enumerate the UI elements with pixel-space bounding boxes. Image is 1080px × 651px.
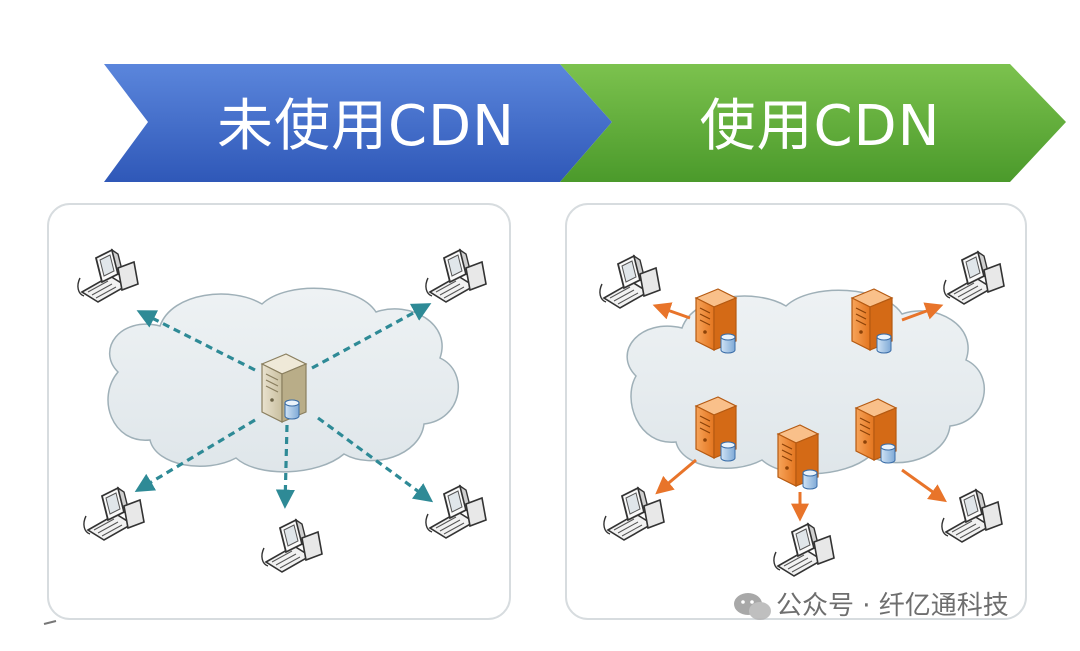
banner-arrow-without-cdn: 未使用CDN: [104, 64, 612, 182]
arrow-to-client-top-left: [136, 310, 256, 372]
edge-server-icon: [855, 398, 897, 464]
edge-server-icon: [777, 424, 819, 490]
watermark-text: 公众号 · 纤亿通科技: [776, 591, 1009, 621]
panel-with-cdn: [565, 203, 1027, 620]
arrow-edge-to-client: [901, 302, 944, 322]
arrow-edge-to-client: [901, 468, 947, 503]
teal-arrows: [134, 303, 434, 509]
corner-mark: [43, 620, 57, 625]
wechat-icon: [734, 593, 771, 620]
arrow-to-client-bottom-left: [134, 418, 256, 492]
banner-label-without-cdn: 未使用CDN: [217, 94, 515, 159]
panel-without-cdn: [47, 203, 511, 620]
edge-server-icon: [695, 288, 737, 354]
origin-server-icon: [261, 353, 307, 423]
orange-arrows: [652, 302, 947, 522]
arrow-to-client-top-right: [311, 303, 432, 370]
edge-server-icon: [695, 396, 737, 462]
arrow-edge-to-client: [655, 458, 697, 495]
banner-arrow-with-cdn: 使用CDN: [560, 64, 1066, 182]
watermark: 公众号 · 纤亿通科技: [734, 591, 1009, 621]
arrow-to-client-bottom-center: [275, 424, 295, 509]
edge-server-icon: [851, 288, 893, 354]
arrow-edge-to-client: [652, 302, 691, 320]
banner-label-with-cdn: 使用CDN: [699, 94, 940, 159]
